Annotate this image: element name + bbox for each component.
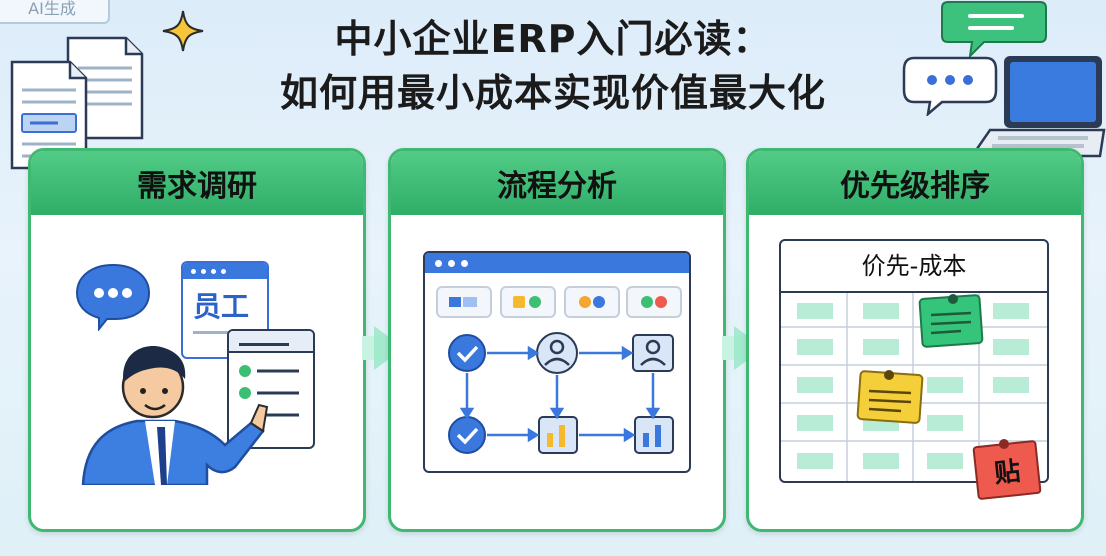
flowchart: [436, 286, 682, 454]
sticky-note-yellow: [856, 370, 924, 424]
flowchart-window: [423, 251, 691, 473]
pin-icon: [948, 294, 958, 304]
page-title-line1: 中小企业ERP入门必读：: [334, 17, 772, 61]
panel-title: 优先级排序: [749, 151, 1081, 215]
user-icon: [536, 332, 578, 374]
pin-icon: [884, 370, 894, 380]
pin-icon: [999, 439, 1009, 449]
sticky-label: 贴: [992, 456, 1022, 489]
watermark-text: AI生成: [28, 0, 76, 18]
panel-process-analysis: 流程分析: [388, 148, 726, 532]
checklist-card: [227, 329, 315, 449]
panel-requirements: 需求调研 员工: [28, 148, 366, 532]
card-header: [183, 263, 267, 279]
check-icon: [448, 334, 486, 372]
panel-priority: 优先级排序 价先-成本 贴: [746, 148, 1084, 532]
employee-label: 员工: [193, 290, 250, 323]
sparkle-icon: [162, 10, 204, 52]
chat-bubble-icon: [902, 56, 998, 116]
watermark: AI生成: [0, 0, 110, 24]
window-titlebar: [425, 253, 689, 273]
check-icon: [448, 416, 486, 454]
chat-bubble-icon: [941, 1, 1047, 59]
board-label: 价先-成本: [781, 241, 1047, 293]
sticky-note-green: [918, 294, 984, 348]
page-title-line2: 如何用最小成本实现价值最大化: [279, 71, 826, 115]
chat-bubble-icon: [75, 263, 151, 331]
panel-title: 流程分析: [391, 151, 723, 215]
bar-chart-icon: [634, 416, 674, 454]
panel-title: 需求调研: [31, 151, 363, 215]
priority-grid: [781, 293, 1047, 481]
bar-chart-icon: [538, 416, 578, 454]
laptop-icon: [970, 56, 1106, 158]
user-icon: [632, 334, 674, 372]
person-illustration: [81, 346, 269, 485]
sticky-note-red: 贴: [972, 439, 1042, 501]
